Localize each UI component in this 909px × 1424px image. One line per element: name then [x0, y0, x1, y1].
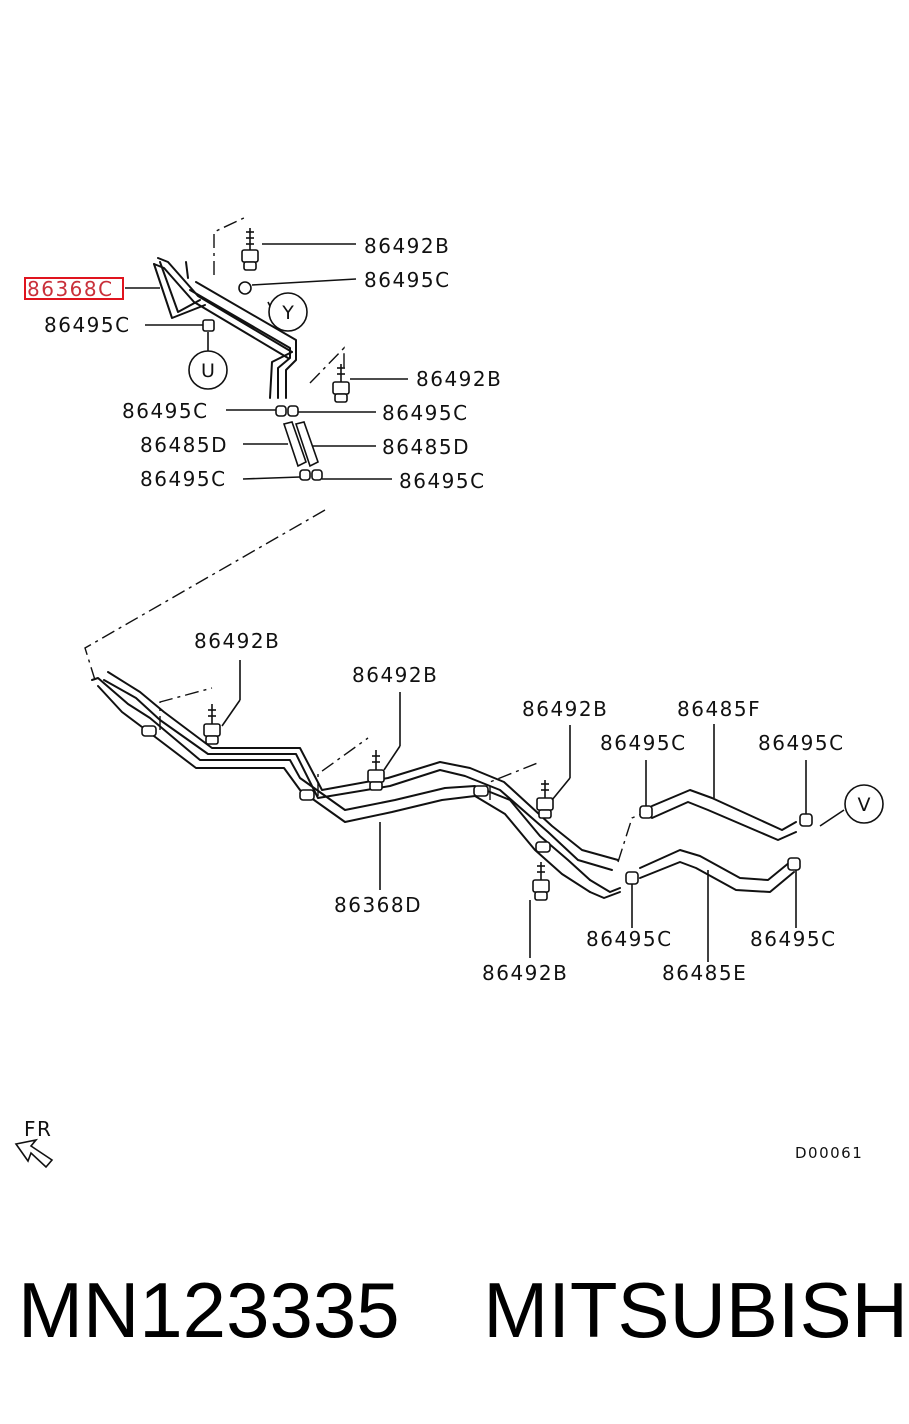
part-label[interactable]: 86485F	[677, 697, 761, 721]
part-label[interactable]: 86495C	[140, 467, 227, 491]
svg-text:Y: Y	[281, 302, 294, 324]
hose-icon	[651, 789, 797, 841]
highlighted-part-label[interactable]: 86368C	[24, 277, 124, 301]
bolt-icon	[241, 228, 259, 271]
part-label[interactable]: 86495C	[399, 469, 486, 493]
grommet-icon	[238, 281, 252, 295]
clamp-icon	[299, 789, 315, 801]
part-label[interactable]: 86492B	[364, 234, 450, 258]
part-label[interactable]: 86495C	[44, 313, 131, 337]
grommet-pair-icon	[299, 469, 323, 481]
part-number: MN123335	[18, 1266, 400, 1354]
bolt-icon	[203, 704, 221, 745]
part-label[interactable]: 86495C	[750, 927, 837, 951]
footer-caption: MN123335 MITSUBISHI	[18, 1265, 909, 1365]
grommet-icon	[639, 805, 653, 819]
part-label[interactable]: 86492B	[194, 629, 280, 653]
grommet-icon	[799, 813, 813, 827]
part-label[interactable]: 86495C	[600, 731, 687, 755]
part-label[interactable]: 86492B	[522, 697, 608, 721]
fr-label: FR	[24, 1117, 52, 1141]
part-label[interactable]: 86485E	[662, 961, 747, 985]
callout-v: V	[844, 784, 884, 824]
clamp-icon	[473, 785, 489, 797]
bolt-icon	[532, 862, 550, 901]
hose-icon	[639, 849, 795, 893]
part-label[interactable]: 86368D	[334, 893, 422, 917]
svg-text:U: U	[201, 360, 215, 382]
part-label[interactable]: 86495C	[758, 731, 845, 755]
arrow-icon	[14, 1138, 54, 1169]
part-label[interactable]: 86492B	[352, 663, 438, 687]
part-label[interactable]: 86495C	[382, 401, 469, 425]
part-label[interactable]: 86495C	[364, 268, 451, 292]
callout-y: Y	[268, 292, 308, 332]
clamp-icon	[535, 841, 551, 853]
upper-pipe-assembly	[84, 215, 408, 681]
lower-pipe-assembly	[91, 660, 845, 962]
front-direction-indicator: FR	[14, 1117, 54, 1169]
svg-text:86368C: 86368C	[27, 277, 114, 301]
hose-pair-icon	[282, 421, 319, 468]
part-label[interactable]: 86495C	[586, 927, 673, 951]
grommet-icon	[202, 319, 215, 332]
part-label[interactable]: 86485D	[382, 435, 470, 459]
svg-text:V: V	[858, 794, 871, 816]
bolt-icon	[332, 364, 350, 403]
grommet-pair-icon	[275, 405, 299, 417]
grommet-icon	[625, 871, 639, 885]
part-label[interactable]: 86485D	[140, 433, 228, 457]
diagram-code: D00061	[795, 1144, 863, 1162]
brand-name: MITSUBISHI	[483, 1266, 909, 1354]
bolt-icon	[367, 750, 385, 791]
part-labels: 86492B 86495C 86495C 86492B 86495C 86495…	[44, 234, 845, 985]
part-label[interactable]: 86492B	[416, 367, 502, 391]
grommet-icon	[787, 857, 801, 871]
clamp-icon	[141, 725, 157, 737]
bolt-icon	[536, 780, 554, 819]
part-label[interactable]: 86492B	[482, 961, 568, 985]
part-label[interactable]: 86495C	[122, 399, 209, 423]
callout-u: U	[188, 350, 228, 390]
